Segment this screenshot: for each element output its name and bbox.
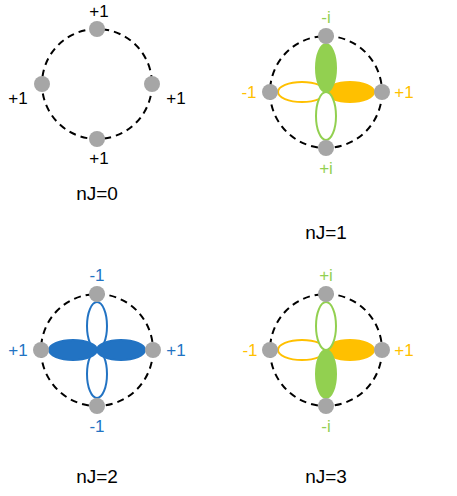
- orbital-lobe: [49, 340, 97, 360]
- phase-label: +1: [89, 150, 108, 167]
- ring: [270, 36, 382, 148]
- orbital-lobe: [316, 44, 336, 92]
- phase-label: -1: [89, 267, 104, 284]
- orbital-lobe: [316, 92, 336, 140]
- phase-label: +i: [319, 267, 333, 284]
- phase-label: +1: [89, 3, 108, 20]
- site-dot: [89, 131, 105, 147]
- site-dot: [374, 84, 390, 100]
- site-dot: [318, 28, 334, 44]
- phase-label: +1: [166, 342, 185, 359]
- site-dot: [144, 76, 160, 92]
- site-dot: [374, 342, 390, 358]
- site-dot: [262, 84, 278, 100]
- site-dot: [34, 76, 50, 92]
- phase-label: -1: [241, 84, 256, 101]
- site-dot: [145, 342, 161, 358]
- phase-label: -i: [321, 418, 330, 435]
- quantum-number-label: nJ=2: [76, 467, 118, 486]
- site-dot: [318, 286, 334, 302]
- site-dot: [89, 398, 105, 414]
- site-dot: [33, 342, 49, 358]
- phase-label: +1: [8, 342, 27, 359]
- ring: [42, 29, 152, 139]
- quantum-number-label: nJ=1: [305, 223, 347, 242]
- quantum-number-label: nJ=0: [76, 184, 118, 203]
- phase-label: -i: [321, 9, 330, 26]
- phase-label: +1: [394, 84, 413, 101]
- orbital-lobe: [316, 302, 336, 350]
- site-dot: [318, 398, 334, 414]
- phase-label: +i: [319, 160, 333, 177]
- quantum-number-label: nJ=3: [305, 467, 347, 486]
- ring: [270, 294, 382, 406]
- site-dot: [89, 286, 105, 302]
- phase-label: -1: [89, 418, 104, 435]
- phase-label: +1: [166, 90, 185, 107]
- orbital-lobe: [316, 350, 336, 398]
- phase-label: +1: [8, 90, 27, 107]
- phase-label: +1: [394, 342, 413, 359]
- ring: [41, 294, 153, 406]
- orbital-lobe: [97, 340, 145, 360]
- site-dot: [318, 140, 334, 156]
- site-dot: [89, 21, 105, 37]
- site-dot: [262, 342, 278, 358]
- phase-label: -1: [242, 342, 257, 359]
